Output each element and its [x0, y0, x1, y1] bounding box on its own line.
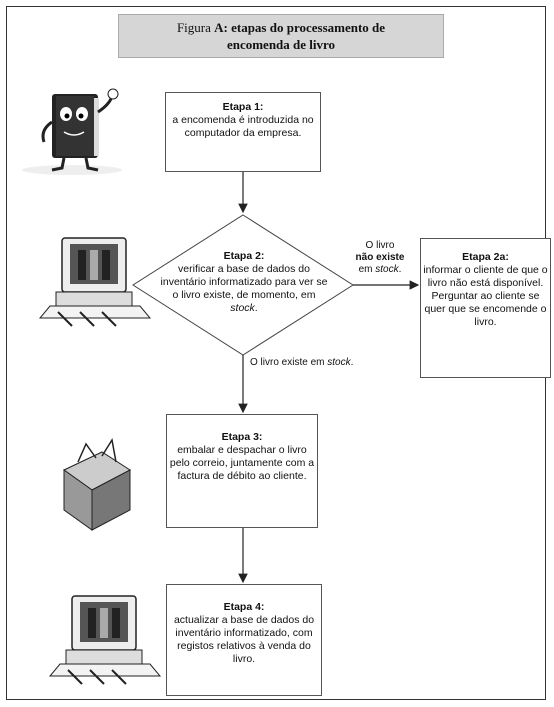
label-no-stock: O livro não existe em stock.: [346, 240, 414, 276]
step3-box: Etapa 3: embalar e despachar o livro pel…: [166, 414, 318, 528]
label-no-stock-l1: O livro: [365, 240, 395, 251]
label-no-stock-l3-pre: em: [358, 264, 376, 275]
label-in-stock-em: stock: [327, 357, 351, 368]
step2-body-pre: verificar a base de dados do inventário …: [160, 263, 328, 301]
step4-body: actualizar a base de dados do inventário…: [173, 614, 315, 665]
step1-head: Etapa 1:: [222, 101, 264, 113]
step2-head: Etapa 2:: [223, 250, 265, 262]
label-in-stock-pre: O livro existe em: [250, 357, 328, 368]
step3-body: embalar e despachar o livro pelo correio…: [169, 444, 315, 482]
label-in-stock-post: .: [350, 357, 354, 368]
book-character-icon: [22, 88, 122, 175]
title-line2: encomenda de livro: [226, 37, 336, 52]
title-prefix: Figura: [176, 20, 215, 35]
step1-body: a encomenda é introduzida no computador …: [172, 114, 314, 139]
step2-body-em: stock: [230, 302, 255, 314]
label-in-stock: O livro existe em stock.: [250, 357, 390, 369]
step4-head: Etapa 4:: [223, 601, 265, 613]
computer-icon-2: [48, 595, 162, 685]
label-no-stock-l3-em: stock: [375, 264, 399, 275]
step3-head: Etapa 3:: [221, 431, 263, 443]
title-bold: A: etapas do processamento de: [214, 20, 386, 35]
step2-text: Etapa 2: verificar a base de dados do in…: [160, 250, 328, 315]
step2a-box: Etapa 2a: informar o cliente de que o li…: [420, 238, 551, 378]
step2-body-post: .: [254, 302, 258, 314]
step2a-body: informar o cliente de que o livro não es…: [423, 264, 548, 328]
step4-box: Etapa 4: actualizar a base de dados do i…: [166, 584, 322, 696]
step1-box: Etapa 1: a encomenda é introduzida no co…: [165, 92, 321, 172]
label-no-stock-l2: não existe: [355, 252, 405, 263]
step2a-head: Etapa 2a:: [462, 251, 509, 263]
computer-icon-1: [38, 237, 152, 327]
parcel-icon: [63, 437, 131, 531]
figure-title: Figura A: etapas do processamento de enc…: [118, 14, 444, 58]
label-no-stock-l3-post: .: [398, 264, 402, 275]
